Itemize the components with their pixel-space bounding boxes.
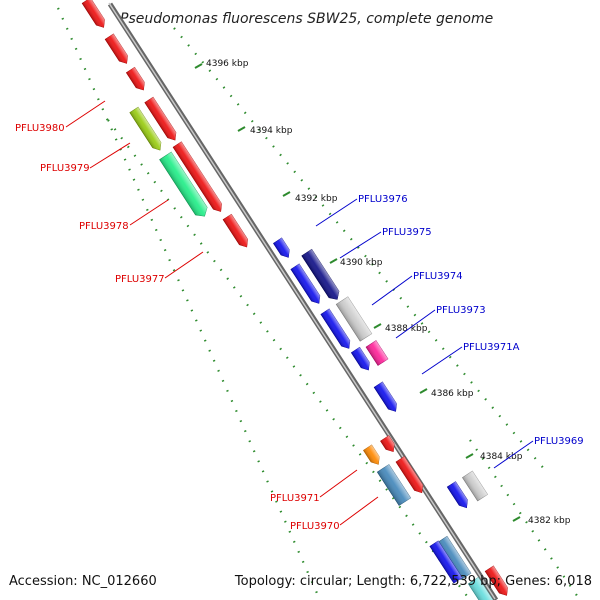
kbp-label: 4392 kbp [295,194,338,204]
gene-feature-pflu3969 [461,470,489,502]
kbp-label: 4386 kbp [431,389,474,399]
gene-feature [467,576,497,600]
gene-label[interactable]: PFLU3976 [358,194,408,205]
gene-label[interactable]: PFLU3977 [115,274,165,285]
inner-right-tick-track [173,27,546,471]
genome-backbone-highlight [108,2,496,600]
gene-feature [446,481,468,509]
inner-left-tick-track [107,119,471,600]
gene-label[interactable]: PFLU3971 [270,493,320,504]
kbp-label: 4382 kbp [528,516,571,526]
kbp-label: 4388 kbp [385,324,428,334]
gene-feature-pflu3980 [129,106,162,151]
map-title: Pseudomonas fluorescens SBW25, complete … [120,11,493,27]
gene-label[interactable]: PFLU3970 [290,521,340,532]
gene-feature [429,540,463,584]
gene-feature [144,96,177,141]
gene-feature [104,33,128,64]
gene-feature-pflu3977 [222,213,248,248]
gene-label[interactable]: PFLU3979 [40,163,90,174]
kbp-label: 4384 kbp [480,452,523,462]
gene-feature [395,456,424,494]
gene-feature-pflu3975 [301,248,340,300]
gene-feature [436,535,472,581]
gene-feature-pflu3979 [159,151,208,217]
gene-feature [320,308,351,349]
gene-label[interactable]: PFLU3978 [79,221,129,232]
gene-feature-pflu3971a [350,346,370,371]
gene-feature-pflu3973 [365,340,389,366]
gene-feature [484,565,508,596]
topology-label: Topology: circular; Length: 6,722,539 bp… [234,574,592,589]
gene-feature-pflu3976 [273,237,290,258]
reverse-strand-genes [273,237,489,584]
gene-feature [373,381,397,412]
kbp-tick-marks [194,63,521,522]
gene-feature [380,435,395,453]
gene-feature [125,66,145,91]
gene-label[interactable]: PFLU3969 [534,436,584,447]
gene-feature [290,263,321,304]
gene-feature-pflu3974 [335,296,373,342]
gene-label[interactable]: PFLU3980 [15,123,65,134]
gene-label[interactable]: PFLU3975 [382,227,432,238]
gene-feature-pflu3971 [363,444,380,465]
gene-label[interactable]: PFLU3973 [436,305,486,316]
kbp-label: 4394 kbp [250,126,293,136]
kbp-label: 4396 kbp [206,59,249,69]
forward-strand-genes [81,0,508,600]
gene-feature-pflu3970 [376,464,412,506]
accession-label: Accession: NC_012660 [9,574,157,589]
gene-label[interactable]: PFLU3974 [413,271,463,282]
gene-feature [81,0,105,28]
left-label-leaders [65,100,379,526]
gene-feature-pflu3978 [172,141,222,212]
kbp-label: 4390 kbp [340,258,383,268]
outer-left-tick-track [56,7,322,600]
right-label-leaders [315,198,534,469]
gene-label[interactable]: PFLU3971A [463,342,520,353]
